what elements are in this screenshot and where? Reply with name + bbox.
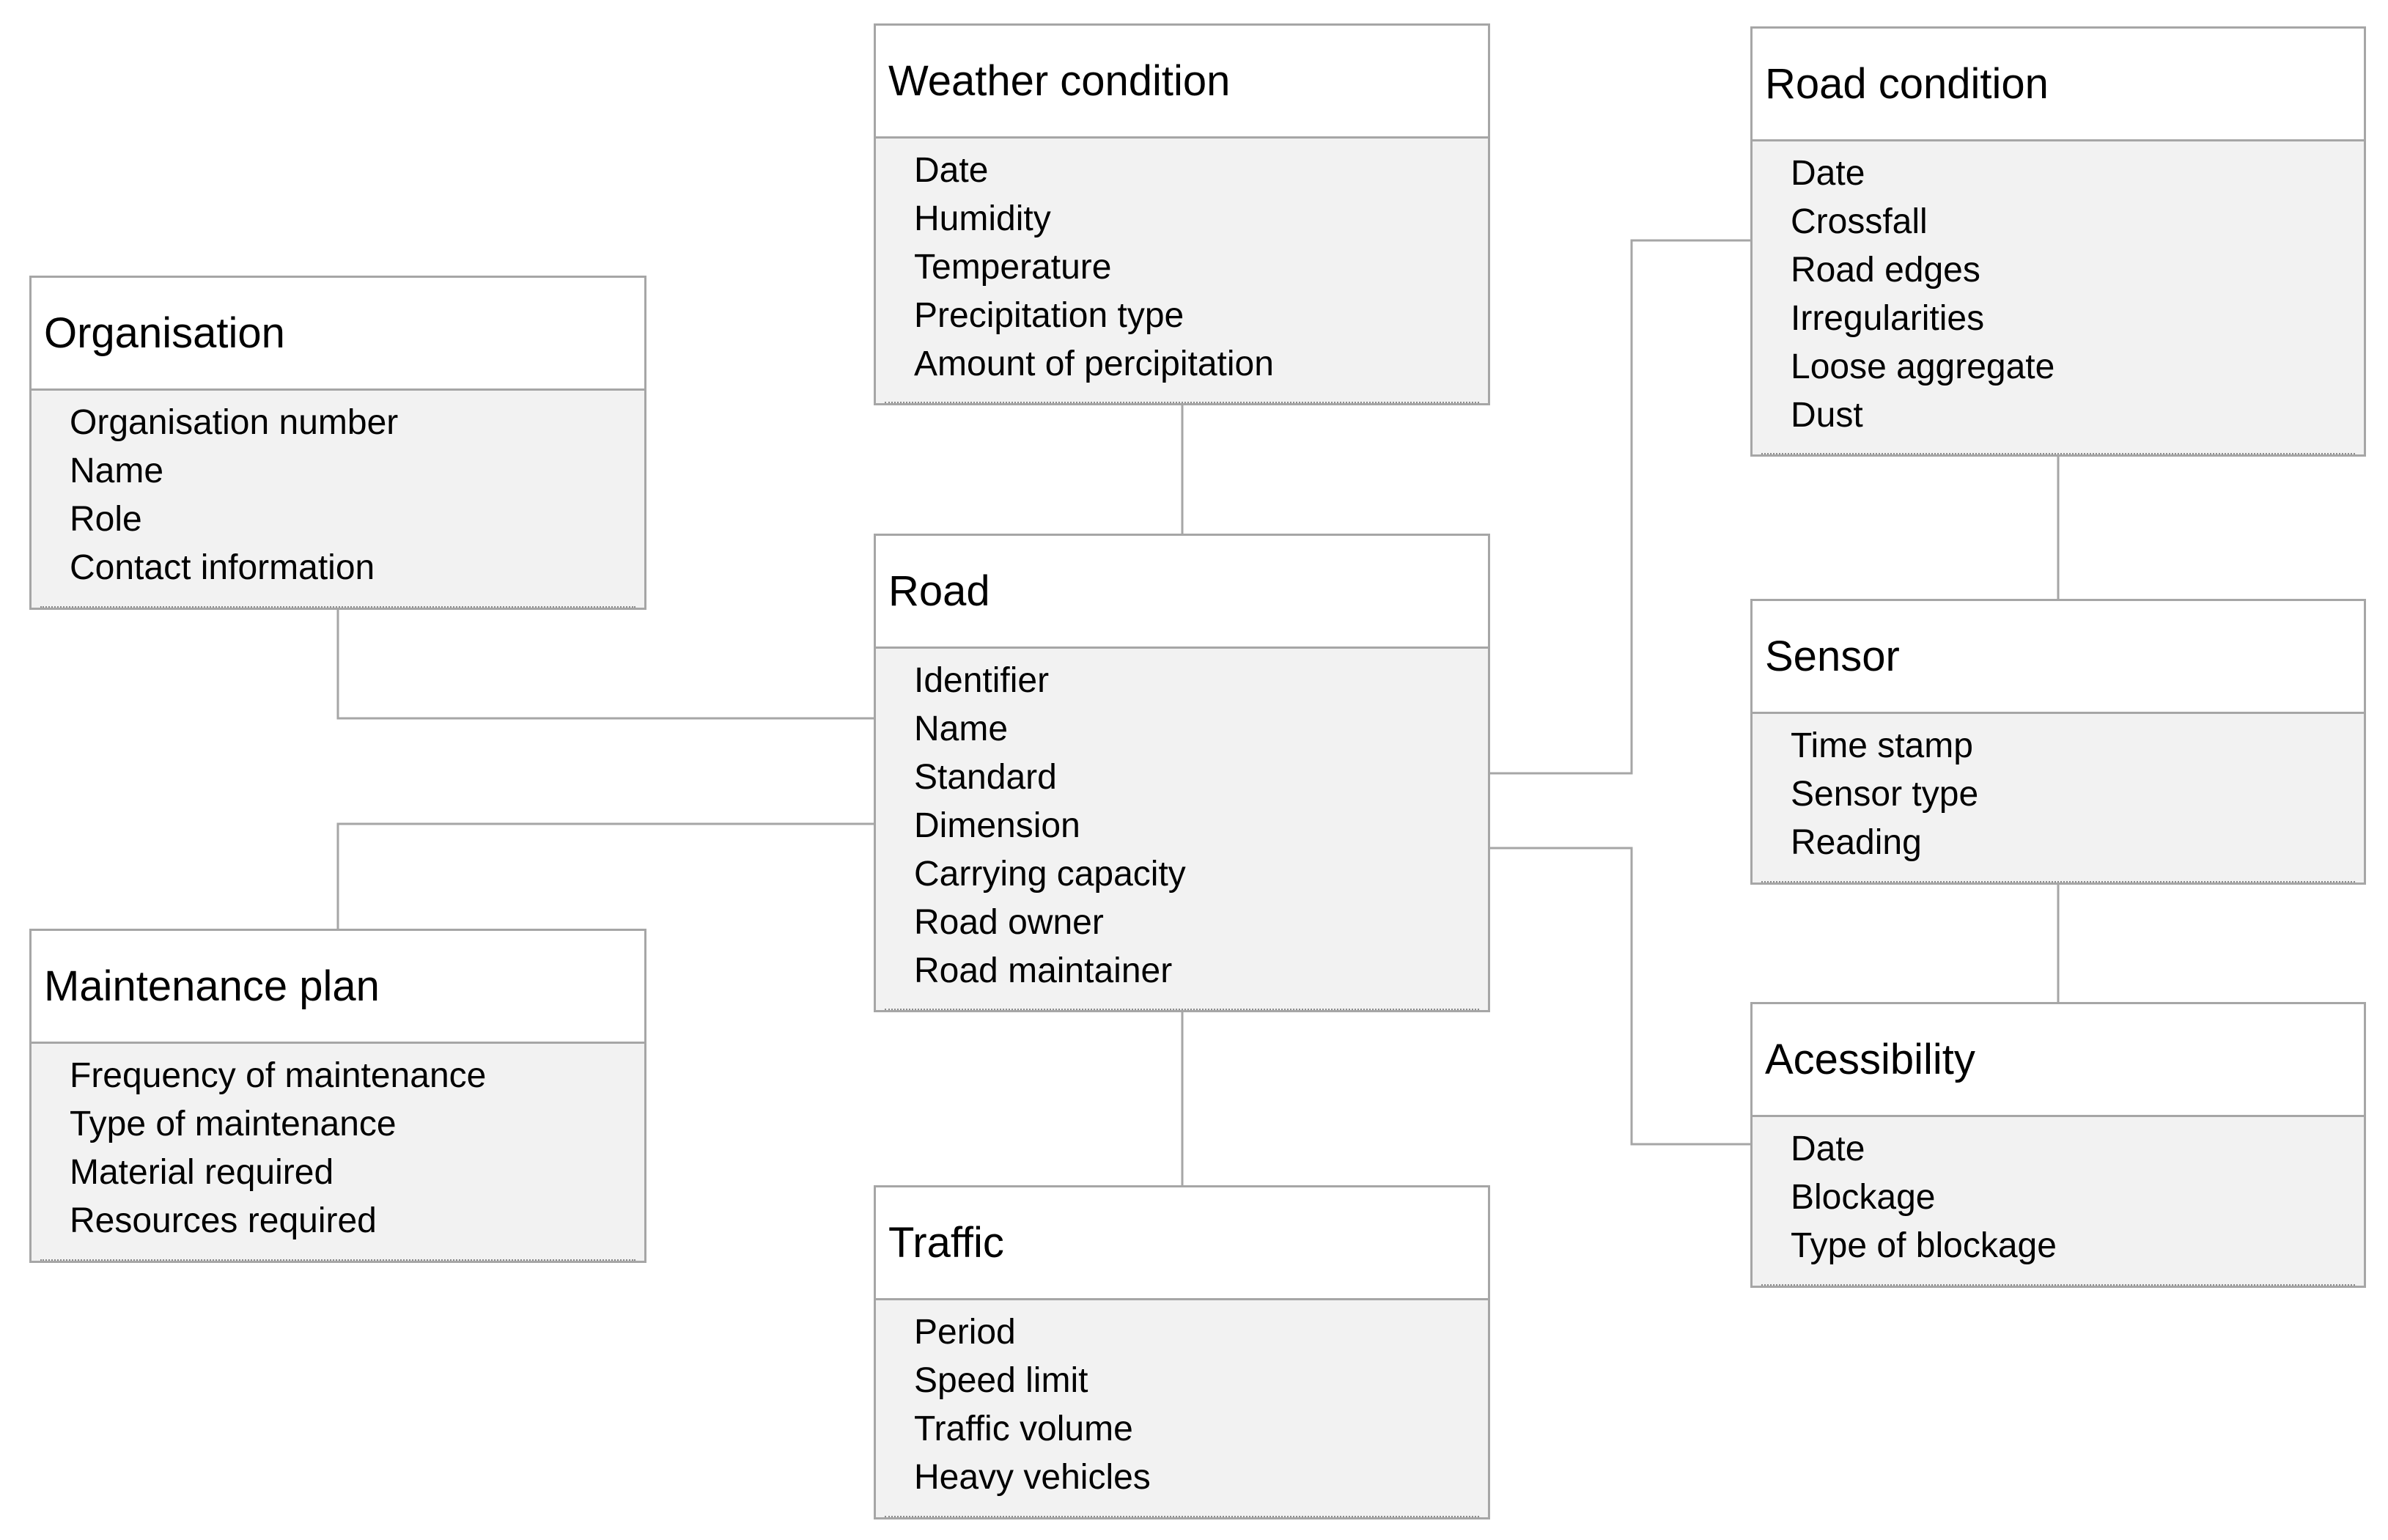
entity-attribute: Role <box>70 500 142 539</box>
entity-attribute: Road maintainer <box>914 951 1173 990</box>
entity-attribute: Temperature <box>914 248 1112 287</box>
entity-title: Sensor <box>1753 601 2364 714</box>
entity-attribute: Resources required <box>70 1201 377 1240</box>
entity-attribute: Frequency of maintenance <box>70 1056 487 1095</box>
entity-attribute: Reading <box>1791 823 1922 862</box>
entity-attribute: Road owner <box>914 903 1104 942</box>
attribute-divider <box>1761 881 2355 883</box>
entity-attributes: Date Crossfall Road edges Irregularities… <box>1753 141 2364 465</box>
attribute-divider <box>885 402 1479 403</box>
connector-organisation-road <box>336 610 874 720</box>
entity-attribute: Dust <box>1791 396 1863 435</box>
entity-attribute: Date <box>914 151 989 190</box>
attribute-divider <box>40 1259 635 1261</box>
entity-attribute: Dimension <box>914 806 1080 845</box>
entity-attribute: Standard <box>914 758 1057 797</box>
entity-title: Road <box>876 536 1488 649</box>
entity-title: Road condition <box>1753 29 2364 141</box>
entity-title: Acessibility <box>1753 1004 2364 1117</box>
entity-attributes: Frequency of maintenance Type of mainten… <box>32 1044 644 1271</box>
entity-maintenance-plan: Maintenance plan Frequency of maintenanc… <box>29 929 646 1263</box>
entity-title: Organisation <box>32 278 644 391</box>
entity-attribute: Period <box>914 1313 1016 1352</box>
entity-attribute: Name <box>914 710 1009 748</box>
entity-attributes: Identifier Name Standard Dimension Carry… <box>876 649 1488 1020</box>
entity-weather-condition: Weather condition Date Humidity Temperat… <box>874 23 1490 405</box>
entity-attribute: Organisation number <box>70 403 399 442</box>
entity-attribute: Identifier <box>914 661 1050 700</box>
attribute-divider <box>1761 1284 2355 1286</box>
entity-attribute: Crossfall <box>1791 202 1928 241</box>
connector-road-accessibility <box>1490 847 1750 1146</box>
entity-road-condition: Road condition Date Crossfall Road edges… <box>1750 26 2366 457</box>
entity-attribute: Date <box>1791 1130 1865 1168</box>
entity-title: Weather condition <box>876 26 1488 139</box>
entity-attribute: Amount of percipitation <box>914 345 1274 383</box>
entity-attribute: Loose aggregate <box>1791 347 2055 386</box>
entity-attribute: Time stamp <box>1791 726 1973 765</box>
entity-organisation: Organisation Organisation number Name Ro… <box>29 276 646 610</box>
entity-attribute: Road edges <box>1791 251 1980 290</box>
entity-attribute: Type of maintenance <box>70 1105 397 1143</box>
connector-maintenance-road <box>336 822 874 929</box>
entity-attribute: Traffic volume <box>914 1410 1133 1448</box>
entity-attribute: Carrying capacity <box>914 855 1186 894</box>
entity-attributes: Date Humidity Temperature Precipitation … <box>876 139 1488 413</box>
entity-attribute: Type of blockage <box>1791 1226 2057 1265</box>
entity-attribute: Material required <box>70 1153 334 1192</box>
attribute-divider <box>885 1516 1479 1517</box>
entity-attribute: Speed limit <box>914 1361 1088 1400</box>
entity-title: Maintenance plan <box>32 931 644 1044</box>
entity-attribute: Date <box>1791 154 1865 193</box>
entity-attribute: Blockage <box>1791 1178 1936 1217</box>
entity-attribute: Humidity <box>914 199 1051 238</box>
entity-sensor: Sensor Time stamp Sensor type Reading <box>1750 599 2366 885</box>
connector-road-road-condition <box>1490 239 1750 775</box>
entity-attributes: Period Speed limit Traffic volume Heavy … <box>876 1300 1488 1528</box>
attribute-divider <box>1761 453 2355 454</box>
entity-attribute: Contact information <box>70 548 375 587</box>
entity-accessibility: Acessibility Date Blockage Type of block… <box>1750 1002 2366 1288</box>
entity-traffic: Traffic Period Speed limit Traffic volum… <box>874 1185 1490 1519</box>
entity-attribute: Sensor type <box>1791 775 1979 814</box>
entity-attribute: Heavy vehicles <box>914 1458 1151 1497</box>
entity-road: Road Identifier Name Standard Dimension … <box>874 534 1490 1012</box>
entity-attribute: Irregularities <box>1791 299 1985 338</box>
entity-attributes: Time stamp Sensor type Reading <box>1753 714 2364 893</box>
entity-title: Traffic <box>876 1187 1488 1300</box>
entity-attribute: Name <box>70 452 164 490</box>
entity-attributes: Organisation number Name Role Contact in… <box>32 391 644 618</box>
entity-attribute: Precipitation type <box>914 296 1184 335</box>
entity-attributes: Date Blockage Type of blockage <box>1753 1117 2364 1296</box>
attribute-divider <box>885 1009 1479 1010</box>
attribute-divider <box>40 606 635 608</box>
